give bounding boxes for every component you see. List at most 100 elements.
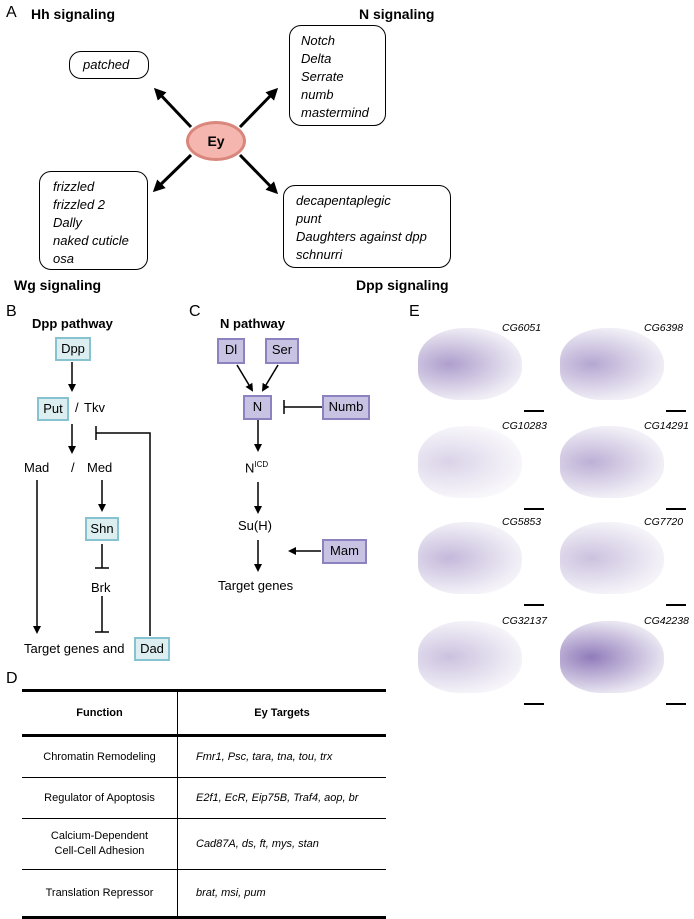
table-row: Calcium-Dependent Cell-Cell Adhesion Cad… (22, 818, 386, 870)
targets-cell: E2f1, EcR, Eip75B, Traf4, aop, br (177, 777, 386, 819)
ey-label: Ey (207, 133, 225, 149)
n-target-genes-label: Target genes (218, 578, 294, 593)
panel-d-letter: D (6, 670, 18, 687)
hh-gene-box: patched (69, 51, 149, 79)
scale-bar (524, 508, 544, 510)
n-pathway-title: N pathway (220, 316, 286, 331)
figure: A Hh signaling N signaling patched Notch… (6, 4, 689, 919)
eye-disc-image (418, 426, 522, 498)
feedback-dad-to-tkv (96, 432, 151, 636)
n-gene: mastermind (301, 105, 369, 120)
eye-disc-image (418, 328, 522, 400)
gene-image-label: CG6051 (502, 322, 542, 334)
n-gene: Notch (301, 33, 335, 48)
shn-node: Shn (85, 517, 119, 541)
arrow-ey-to-n (238, 87, 279, 129)
connector-layer (33, 87, 322, 636)
hh-signaling-title: Hh signaling (31, 6, 115, 22)
table-row: Translation Repressor brat, msi, pum (22, 869, 386, 919)
wg-gene: naked cuticle (53, 233, 129, 248)
eye-disc-image (560, 621, 664, 693)
eye-disc-image (560, 328, 664, 400)
n-signaling-title: N signaling (359, 6, 435, 22)
ey-targets-header: Ey Targets (254, 707, 310, 719)
n-gene: Serrate (301, 69, 344, 84)
scale-bar (524, 410, 544, 412)
ey-node: Ey (186, 121, 246, 161)
suh-label: Su(H) (238, 518, 272, 533)
numb-node: Numb (322, 395, 370, 420)
panel-a-letter: A (6, 4, 17, 21)
mam-node: Mam (322, 539, 367, 564)
wg-gene-box: frizzled frizzled 2 Dally naked cuticle … (39, 171, 148, 270)
scale-bar (524, 604, 544, 606)
scale-bar (666, 604, 686, 606)
gene-image-label: CG42238 (644, 615, 689, 627)
function-cell: Translation Repressor (22, 869, 178, 919)
eye-disc-image (560, 426, 664, 498)
dl-node: Dl (217, 338, 245, 364)
table-row: Regulator of Apoptosis E2f1, EcR, Eip75B… (22, 777, 386, 819)
targets-cell: Fmr1, Psc, tara, tna, tou, trx (177, 735, 386, 778)
dpp-node: Dpp (55, 337, 91, 361)
put-tkv-slash: / (75, 400, 79, 415)
function-cell: Calcium-Dependent Cell-Cell Adhesion (22, 818, 178, 870)
gene-image-label: CG10283 (502, 420, 547, 432)
targets-cell: brat, msi, pum (177, 869, 386, 919)
scale-bar (666, 508, 686, 510)
dpp-target-genes-label: Target genes and (24, 641, 125, 656)
ser-node: Ser (265, 338, 299, 364)
n-gene: Delta (301, 51, 332, 66)
panel-c-letter: C (189, 303, 201, 320)
dpp-pathway-title: Dpp pathway (32, 316, 113, 331)
nicd-superscript: ICD (254, 460, 269, 469)
dpp-gene: schnurri (296, 247, 343, 262)
gene-image-label: CG5853 (502, 516, 542, 528)
wg-signaling-title: Wg signaling (14, 277, 102, 293)
dad-node: Dad (134, 637, 170, 661)
eye-disc-image (418, 522, 522, 594)
wg-gene: frizzled 2 (53, 197, 106, 212)
function-header: Function (22, 690, 178, 736)
gene-image-label: CG14291 (644, 420, 689, 432)
scale-bar (666, 410, 686, 412)
scale-bar (666, 703, 686, 705)
n-node: N (243, 395, 272, 420)
dpp-gene: decapentaplegic (296, 193, 391, 208)
hh-gene: patched (83, 57, 130, 72)
brk-label: Brk (91, 580, 111, 595)
wg-gene: osa (53, 251, 74, 266)
n-gene: numb (301, 87, 334, 102)
med-label: Med (87, 460, 113, 475)
panel-e-letter: E (409, 303, 420, 320)
table-header-row: Function Ey Targets (22, 690, 386, 736)
targets-cell: Cad87A, ds, ft, mys, stan (177, 818, 386, 870)
arrow-ey-to-dpp (238, 153, 279, 195)
function-cell: Chromatin Remodeling (22, 735, 178, 778)
mad-med-slash: / (71, 460, 75, 475)
put-node: Put (37, 397, 69, 421)
arrow-dl-to-n (236, 364, 254, 392)
gene-image-label: CG7720 (644, 516, 684, 528)
dpp-signaling-title: Dpp signaling (356, 277, 449, 293)
arrow-ey-to-hh (153, 87, 193, 129)
arrow-ey-to-wg (152, 153, 193, 193)
gene-image-label: CG32137 (502, 615, 547, 627)
eye-disc-image (418, 621, 522, 693)
table-row: Chromatin Remodeling Fmr1, Psc, tara, tn… (22, 735, 386, 778)
wg-gene: Dally (53, 215, 82, 230)
eye-disc-image (560, 522, 664, 594)
nicd-label: NICD (245, 460, 268, 475)
function-cell: Regulator of Apoptosis (22, 777, 178, 819)
gene-image-label: CG6398 (644, 322, 684, 334)
dpp-gene-box: decapentaplegic punt Daughters against d… (283, 185, 451, 268)
n-gene-box: Notch Delta Serrate numb mastermind (289, 25, 386, 126)
arrow-ser-to-n (261, 364, 279, 392)
dpp-gene: punt (296, 211, 322, 226)
mad-label: Mad (24, 460, 50, 475)
panel-b-letter: B (6, 303, 17, 320)
tkv-label: Tkv (84, 400, 105, 415)
nicd-base: N (245, 460, 255, 476)
wg-gene: frizzled (53, 179, 95, 194)
scale-bar (524, 703, 544, 705)
